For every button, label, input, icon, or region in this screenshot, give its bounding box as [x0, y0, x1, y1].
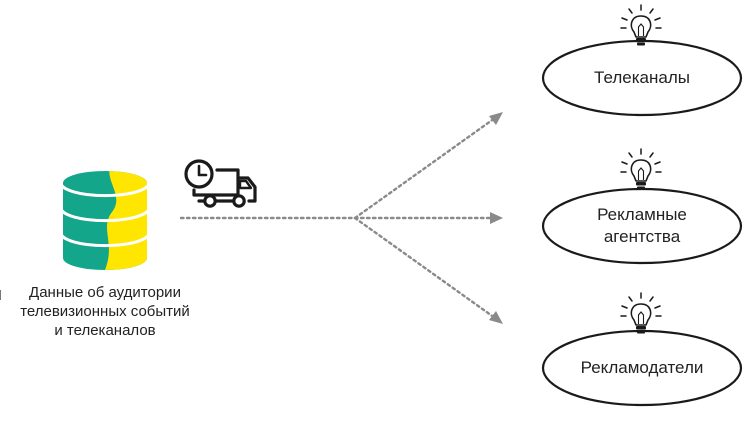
arrowheads: [489, 112, 503, 324]
target-label-line: Рекламодатели: [580, 358, 704, 377]
source-label-line: и телеканалов: [54, 322, 156, 339]
target-label-2: Рекламные агентства: [542, 204, 742, 248]
branch-line-bottom: [353, 216, 497, 320]
source-label-line: Данные об аудитории: [29, 284, 181, 301]
arrowhead-middle: [490, 212, 503, 224]
source-label: Данные об аудитории телевизионных событи…: [0, 283, 210, 340]
delivery-truck-clock-icon: [184, 159, 257, 208]
target-label-line: агентства: [603, 227, 681, 246]
lightbulb-icon: [620, 148, 662, 191]
target-label-line: Рекламные: [597, 205, 687, 224]
target-label-line: Телеканалы: [594, 68, 690, 87]
lightbulb-icon: [620, 292, 662, 335]
branch-line-top: [353, 116, 497, 220]
database-icon: [59, 171, 151, 270]
arrowhead-bottom: [489, 311, 503, 324]
arrowhead-top: [489, 112, 503, 125]
target-nodes: [541, 39, 743, 407]
connector-lines: [179, 116, 497, 320]
source-label-line: телевизионных событий: [20, 303, 190, 320]
target-label-3: Рекламодатели: [542, 357, 742, 379]
target-label-1: Телеканалы: [542, 67, 742, 89]
left-edge-mark: [0, 290, 4, 300]
lightbulb-icon: [620, 4, 662, 47]
